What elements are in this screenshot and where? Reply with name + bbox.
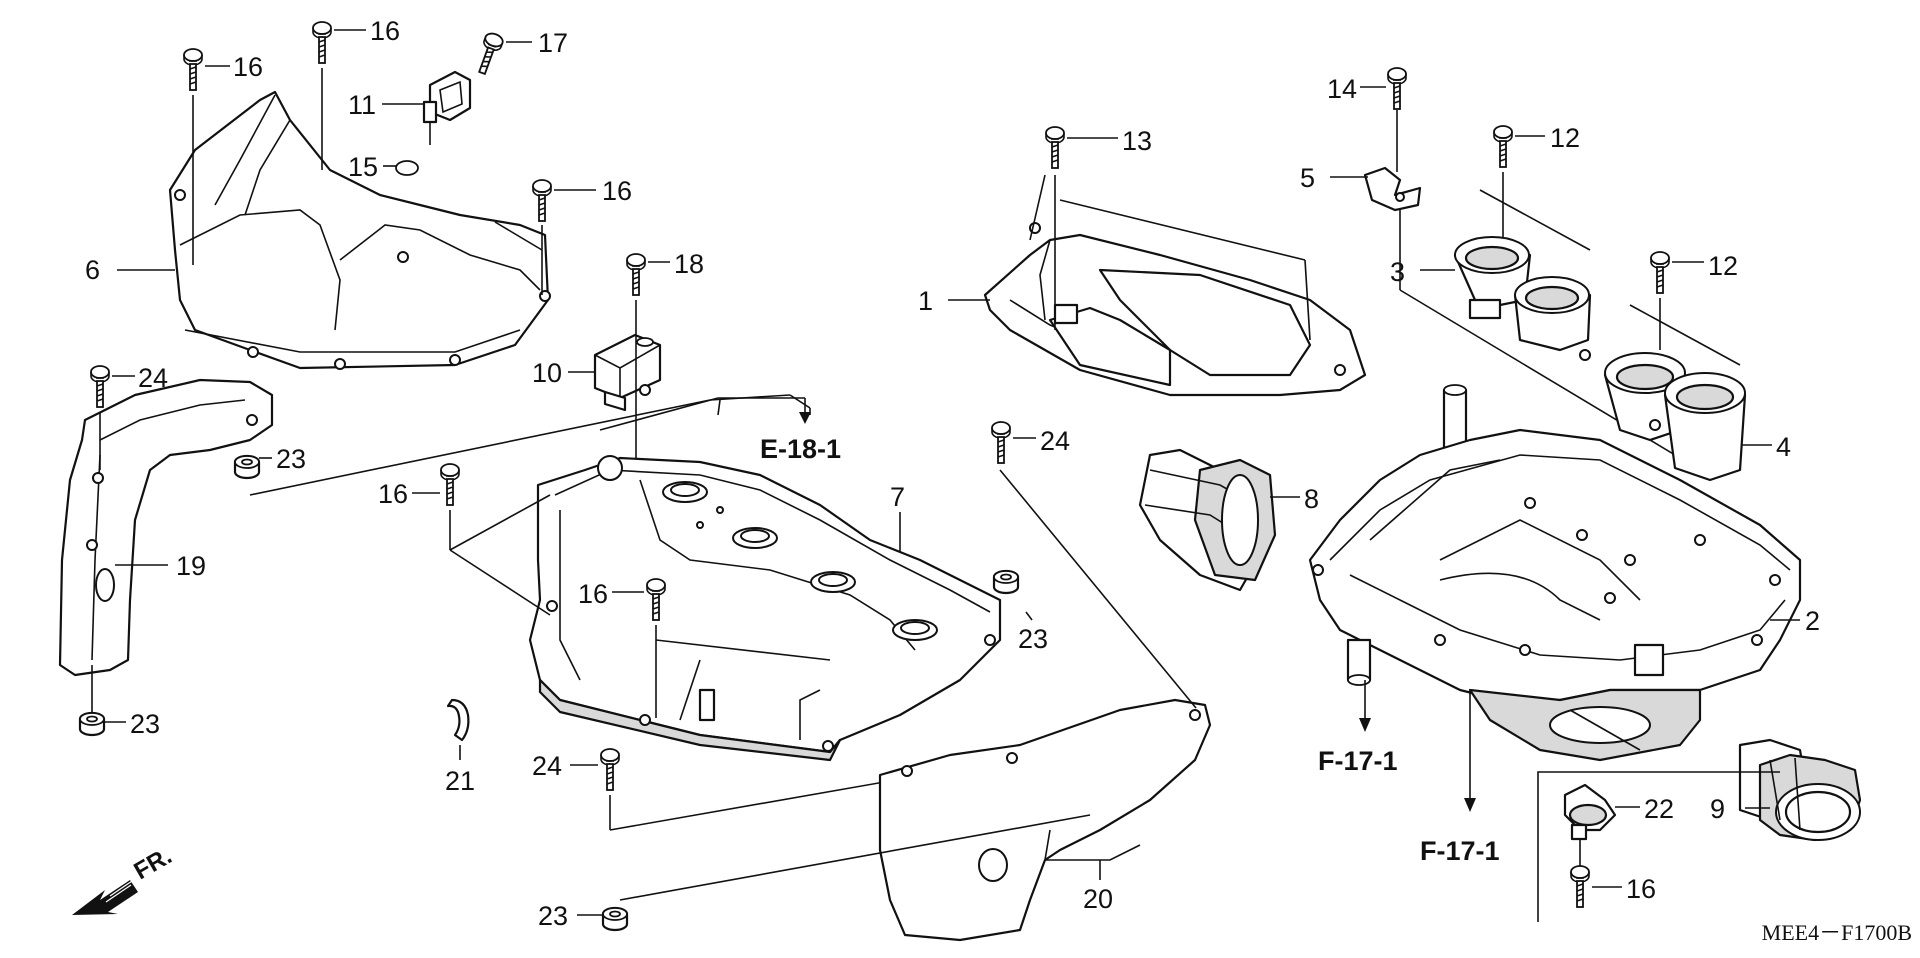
- part-1-air-duct: [983, 222, 1367, 397]
- screw-icon: [312, 21, 332, 64]
- part-9-duct-boot: [1738, 738, 1862, 842]
- part-5-clamp: [1363, 166, 1422, 212]
- part-21-clip: [446, 698, 470, 742]
- callout-23-d: 23: [538, 901, 568, 931]
- callout-9: 9: [1710, 794, 1725, 824]
- screw-icon: [1493, 125, 1513, 168]
- callout-16-a: 16: [233, 52, 263, 82]
- screw-icon: [532, 179, 552, 222]
- diagram-code: MEE4－F1700B: [1762, 920, 1912, 945]
- front-arrow-icon: [72, 878, 138, 915]
- part-7-air-cleaner-case: [528, 455, 1002, 762]
- part-19-heat-guard: [58, 378, 274, 677]
- part-22-joint: [1563, 783, 1617, 841]
- callout-16-d: 16: [378, 479, 408, 509]
- screw-icon: [626, 253, 646, 296]
- grommet-icon: [601, 906, 629, 932]
- screw-icon: [90, 365, 110, 408]
- callout-24-a: 24: [138, 363, 168, 393]
- callout-15: 15: [348, 152, 378, 182]
- callout-12-a: 12: [1550, 123, 1580, 153]
- part-6-upper-cover: [168, 90, 551, 370]
- callout-6: 6: [85, 255, 100, 285]
- part-10-sensor: [593, 333, 662, 412]
- part-4-intake-funnel: [1603, 352, 1747, 482]
- callout-1: 1: [918, 286, 933, 316]
- callout-17: 17: [538, 28, 568, 58]
- callout-23-a: 23: [276, 444, 306, 474]
- callout-16-e: 16: [578, 579, 608, 609]
- callout-23-c: 23: [1018, 624, 1048, 654]
- callout-22: 22: [1644, 794, 1674, 824]
- screw-icon: [1045, 126, 1065, 169]
- callout-7: 7: [890, 482, 905, 512]
- callout-24-b: 24: [532, 751, 562, 781]
- screw-icon: [440, 463, 460, 506]
- callout-23-b: 23: [130, 709, 160, 739]
- screw-icon: [1387, 67, 1407, 110]
- callout-21: 21: [445, 766, 475, 796]
- callout-24-c: 24: [1040, 426, 1070, 456]
- callout-18: 18: [674, 249, 704, 279]
- callout-8: 8: [1304, 484, 1319, 514]
- ref-f17-1-left: F-17-1: [1318, 746, 1398, 776]
- screw-icon: [1570, 865, 1590, 908]
- callout-12-b: 12: [1708, 251, 1738, 281]
- callout-4: 4: [1776, 432, 1791, 462]
- screw-icon: [991, 421, 1011, 464]
- callout-19: 19: [176, 551, 206, 581]
- callout-11: 11: [348, 90, 376, 120]
- grommet-icon: [233, 454, 261, 480]
- screw-icon: [1650, 251, 1670, 294]
- callout-2: 2: [1805, 606, 1820, 636]
- screw-icon: [600, 748, 620, 791]
- callout-14: 14: [1327, 74, 1357, 104]
- callout-16-c: 16: [602, 176, 632, 206]
- part-20-lower-guard: [878, 698, 1212, 942]
- callout-10: 10: [532, 358, 562, 388]
- callout-16-f: 16: [1626, 874, 1656, 904]
- part-2-air-cleaner-housing: [1308, 384, 1802, 762]
- ref-f17-1-right: F-17-1: [1420, 836, 1500, 866]
- screw-icon: [183, 48, 203, 91]
- part-8-funnel: [1138, 448, 1277, 592]
- callout-16-b: 16: [370, 16, 400, 46]
- callout-5: 5: [1300, 163, 1315, 193]
- front-marker-label: FR.: [130, 842, 177, 885]
- grommet-icon: [78, 711, 106, 737]
- callout-13: 13: [1122, 126, 1152, 156]
- part-11-sensor: [422, 70, 472, 145]
- grommet-icon: [992, 569, 1020, 595]
- ref-e18-1: E-18-1: [760, 434, 841, 464]
- part-3-intake-funnel: [1453, 236, 1592, 361]
- part-15-o-ring: [395, 160, 419, 176]
- screw-icon: [472, 30, 506, 77]
- callout-3: 3: [1390, 257, 1405, 287]
- callout-20: 20: [1083, 884, 1113, 914]
